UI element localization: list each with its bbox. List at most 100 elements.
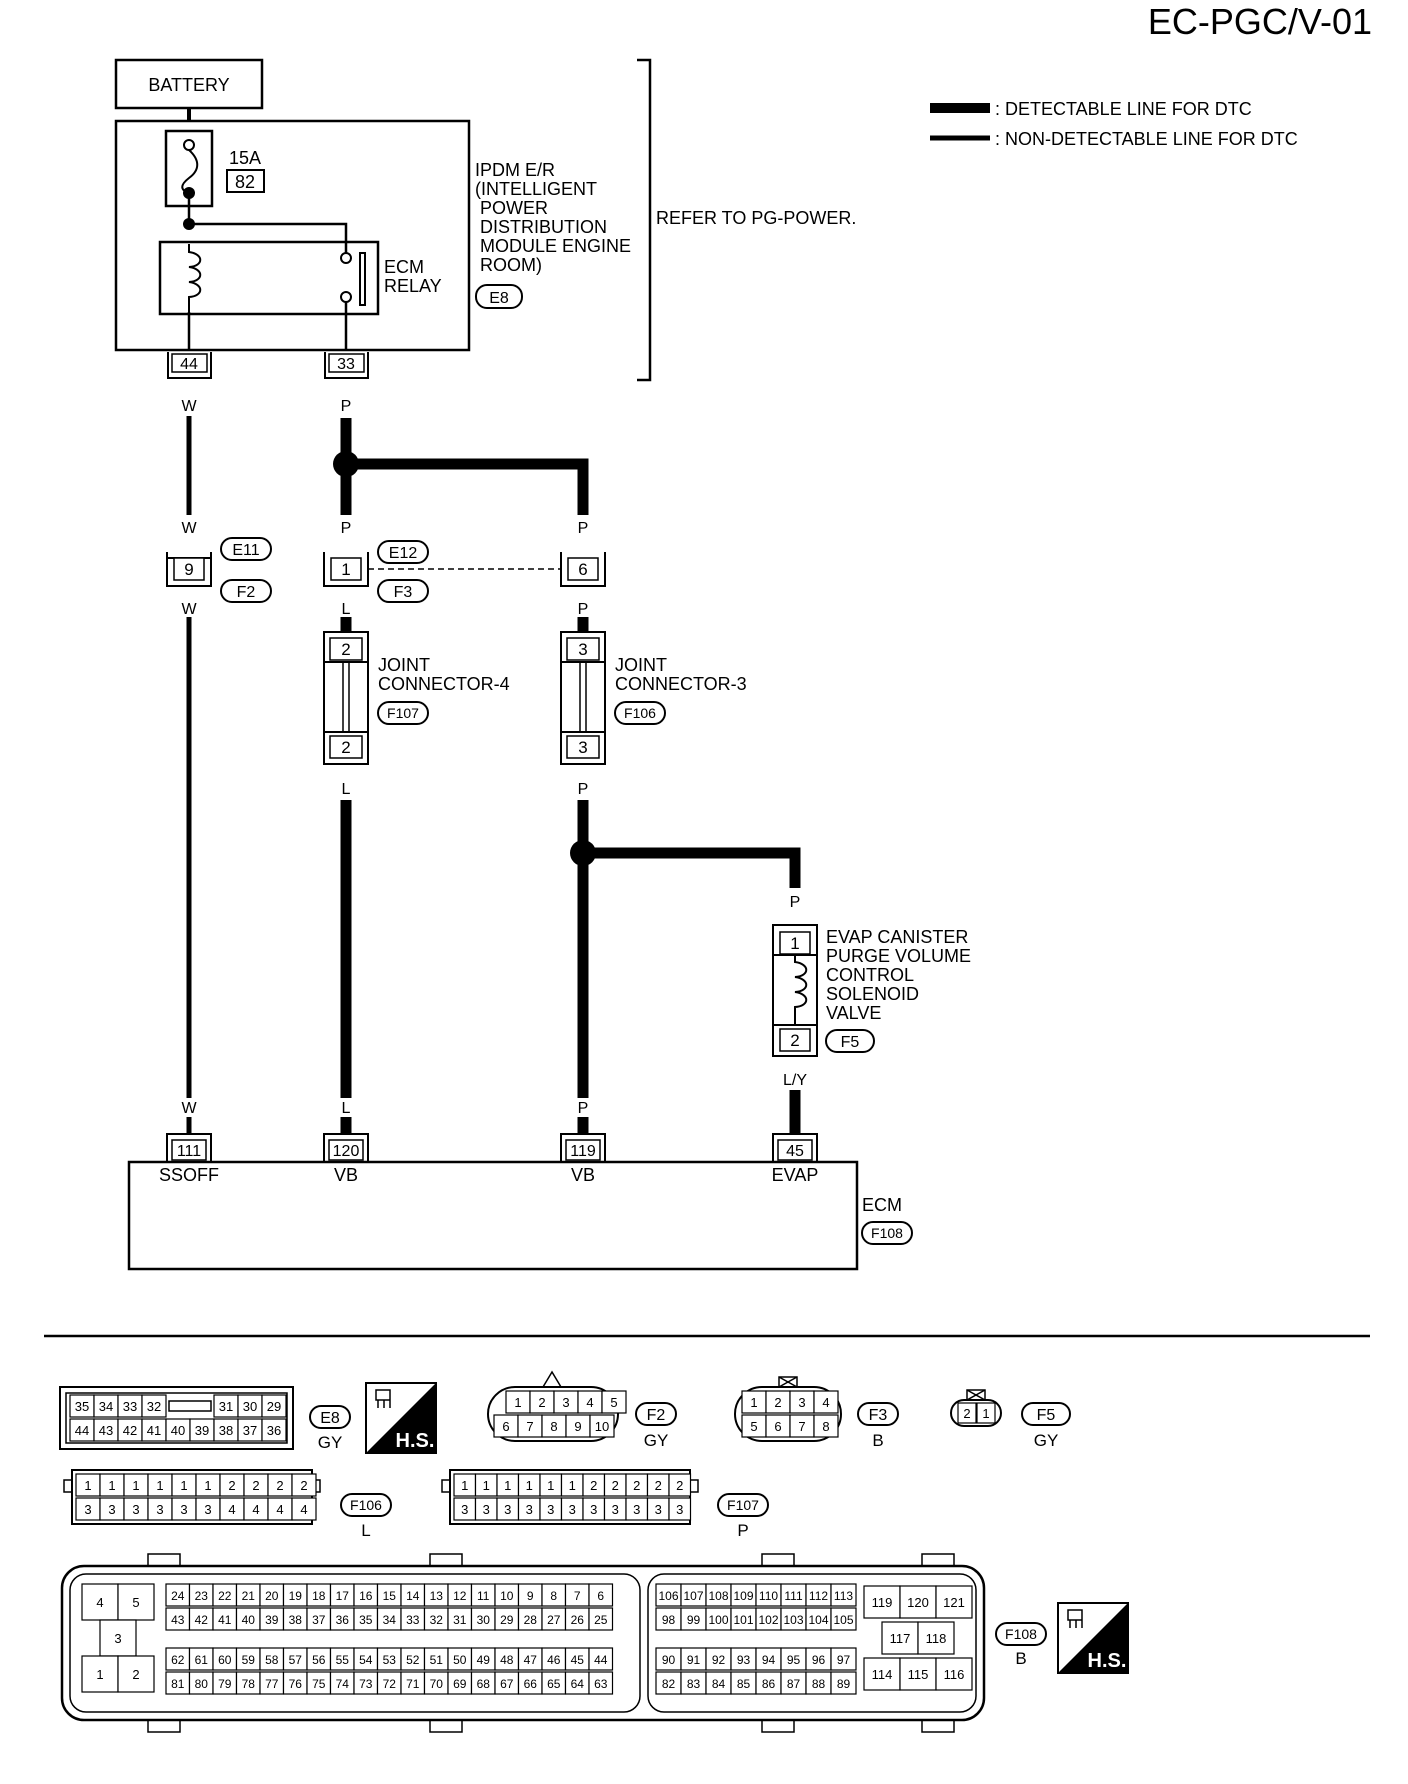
- refer-bracket: [637, 58, 652, 382]
- f108-pin-93-label: 93: [737, 1653, 751, 1667]
- f108-pin-52: 52: [400, 1647, 426, 1671]
- wire-color-p-evap: P: [790, 894, 801, 911]
- f5-view-color: GY: [1034, 1431, 1059, 1450]
- joint3-pin-bottom: 3: [578, 738, 587, 757]
- f2-id: F2: [237, 584, 256, 601]
- f108-pin-85-label: 85: [737, 1677, 751, 1691]
- f106-pin-3-label: 3: [84, 1502, 91, 1517]
- e8-pin-39: 39: [189, 1418, 215, 1442]
- f108-pin-71: 71: [400, 1671, 426, 1695]
- f108-pin-96-label: 96: [812, 1653, 826, 1667]
- f108-pin-110: 110: [755, 1583, 782, 1607]
- f106-pin-3-label: 3: [132, 1502, 139, 1517]
- f2-pin-5: 5: [601, 1390, 627, 1414]
- e8-pin-30: 30: [237, 1394, 263, 1418]
- joint4-label-2: CONNECTOR-4: [378, 674, 510, 694]
- ecm-pin-120: 120: [333, 1143, 360, 1160]
- evap-badge: [825, 1029, 875, 1053]
- f106-pin-3-label: 3: [180, 1502, 187, 1517]
- f108-pin-112: 112: [805, 1583, 832, 1607]
- f108-pin-76-label: 76: [289, 1677, 303, 1691]
- f108-pin-17: 17: [329, 1583, 355, 1607]
- f107-pin-1-label: 1: [526, 1478, 533, 1493]
- f108-pin-61: 61: [188, 1647, 214, 1671]
- e8-pin-34-label: 34: [99, 1399, 113, 1414]
- ecm-pin-45: 45: [786, 1143, 804, 1160]
- f107-view-label: F107: [727, 1497, 759, 1513]
- f2-pin-9: 9: [565, 1414, 591, 1438]
- f107-pin-3: 3: [625, 1497, 649, 1521]
- f108-pin-29-label: 29: [500, 1613, 514, 1627]
- f107-pin-1: 1: [517, 1473, 541, 1497]
- f108-pin-31: 31: [447, 1607, 473, 1631]
- f107-pin-1: 1: [560, 1473, 584, 1497]
- f108-pin-43: 43: [165, 1607, 191, 1631]
- f106-pin-2: 2: [219, 1473, 245, 1497]
- hs-mark-icon-2: H.S.: [1057, 1602, 1129, 1674]
- f107-pin-2-label: 2: [655, 1478, 662, 1493]
- f107-pin-1: 1: [539, 1473, 563, 1497]
- f108-view-badge: [995, 1622, 1047, 1646]
- p-wire-to-evap: [583, 847, 801, 888]
- joint-connector-4: 2 2: [323, 631, 369, 765]
- f108-pin-2-label: 2: [132, 1667, 139, 1682]
- f108-pin-41-label: 41: [218, 1613, 232, 1627]
- evap-label-5: VALVE: [826, 1003, 881, 1023]
- f2-pin-1: 1: [505, 1390, 531, 1414]
- f108-pin-61-label: 61: [195, 1653, 209, 1667]
- e8-pin-32-label: 32: [147, 1399, 161, 1414]
- f2-pin-7: 7: [517, 1414, 543, 1438]
- f106-pin-1-label: 1: [204, 1478, 211, 1493]
- f108-pin-54-label: 54: [359, 1653, 373, 1667]
- f3-view-badge: [857, 1402, 899, 1426]
- f2-pin-7-label: 7: [526, 1419, 533, 1434]
- evap-label-2: PURGE VOLUME: [826, 946, 971, 966]
- e8-pin-39-label: 39: [195, 1423, 209, 1438]
- f108-pin-8-label: 8: [550, 1589, 557, 1603]
- e8-pin-33-label: 33: [123, 1399, 137, 1414]
- f108-pin-9-label: 9: [527, 1589, 534, 1603]
- f106-pin-4-label: 4: [276, 1502, 283, 1517]
- f106-pin-1-label: 1: [108, 1478, 115, 1493]
- e8-pin-34: 34: [93, 1394, 119, 1418]
- wire-color-p-bot: P: [578, 1100, 589, 1117]
- ipdm-connector-id: E8: [489, 290, 509, 307]
- f108-pin-40-label: 40: [242, 1613, 256, 1627]
- f108-pin-67: 67: [494, 1671, 520, 1695]
- f108-pin-98-label: 98: [662, 1613, 676, 1627]
- f108-pin-53: 53: [376, 1647, 402, 1671]
- f108-pin-82: 82: [655, 1671, 682, 1695]
- f108-pin-26: 26: [564, 1607, 590, 1631]
- f108-pin-46: 46: [541, 1647, 567, 1671]
- f108-pin-30: 30: [470, 1607, 496, 1631]
- f5-view-label: F5: [1037, 1407, 1056, 1424]
- f3-pin-2-label: 2: [774, 1395, 781, 1410]
- f106-pin-2-label: 2: [252, 1478, 259, 1493]
- fuse-icon: [181, 149, 199, 194]
- f108-pin-54: 54: [353, 1647, 379, 1671]
- ipdm-pin-44: 44: [180, 356, 198, 373]
- f106-pin-2-label: 2: [300, 1478, 307, 1493]
- inline-connector-e11-f2: 9: [166, 552, 212, 587]
- f106-pin-4-label: 4: [252, 1502, 259, 1517]
- f2-pin-10: 10: [589, 1414, 615, 1438]
- e8-pin-44: 44: [69, 1418, 95, 1442]
- f108-pin-78-label: 78: [242, 1677, 256, 1691]
- f108-pin-11-label: 11: [477, 1589, 490, 1603]
- inline-pin-1: 1: [341, 560, 350, 579]
- f108-pin-90-label: 90: [662, 1653, 676, 1667]
- f108-pin-74-label: 74: [336, 1677, 350, 1691]
- f108-pin-9: 9: [517, 1583, 543, 1607]
- ecm-relay-box: [158, 240, 380, 316]
- f107-pin-1-label: 1: [547, 1478, 554, 1493]
- f107-pin-2-label: 2: [612, 1478, 619, 1493]
- f107-pin-3: 3: [453, 1497, 477, 1521]
- f3-pin-3-label: 3: [798, 1395, 805, 1410]
- f108-pin-55: 55: [329, 1647, 355, 1671]
- f2-pin-3: 3: [553, 1390, 579, 1414]
- f108-pin-99: 99: [680, 1607, 707, 1631]
- f108-pin-75-label: 75: [312, 1677, 326, 1691]
- f3-pin-7: 7: [789, 1414, 815, 1438]
- fuse-number: 82: [235, 172, 255, 192]
